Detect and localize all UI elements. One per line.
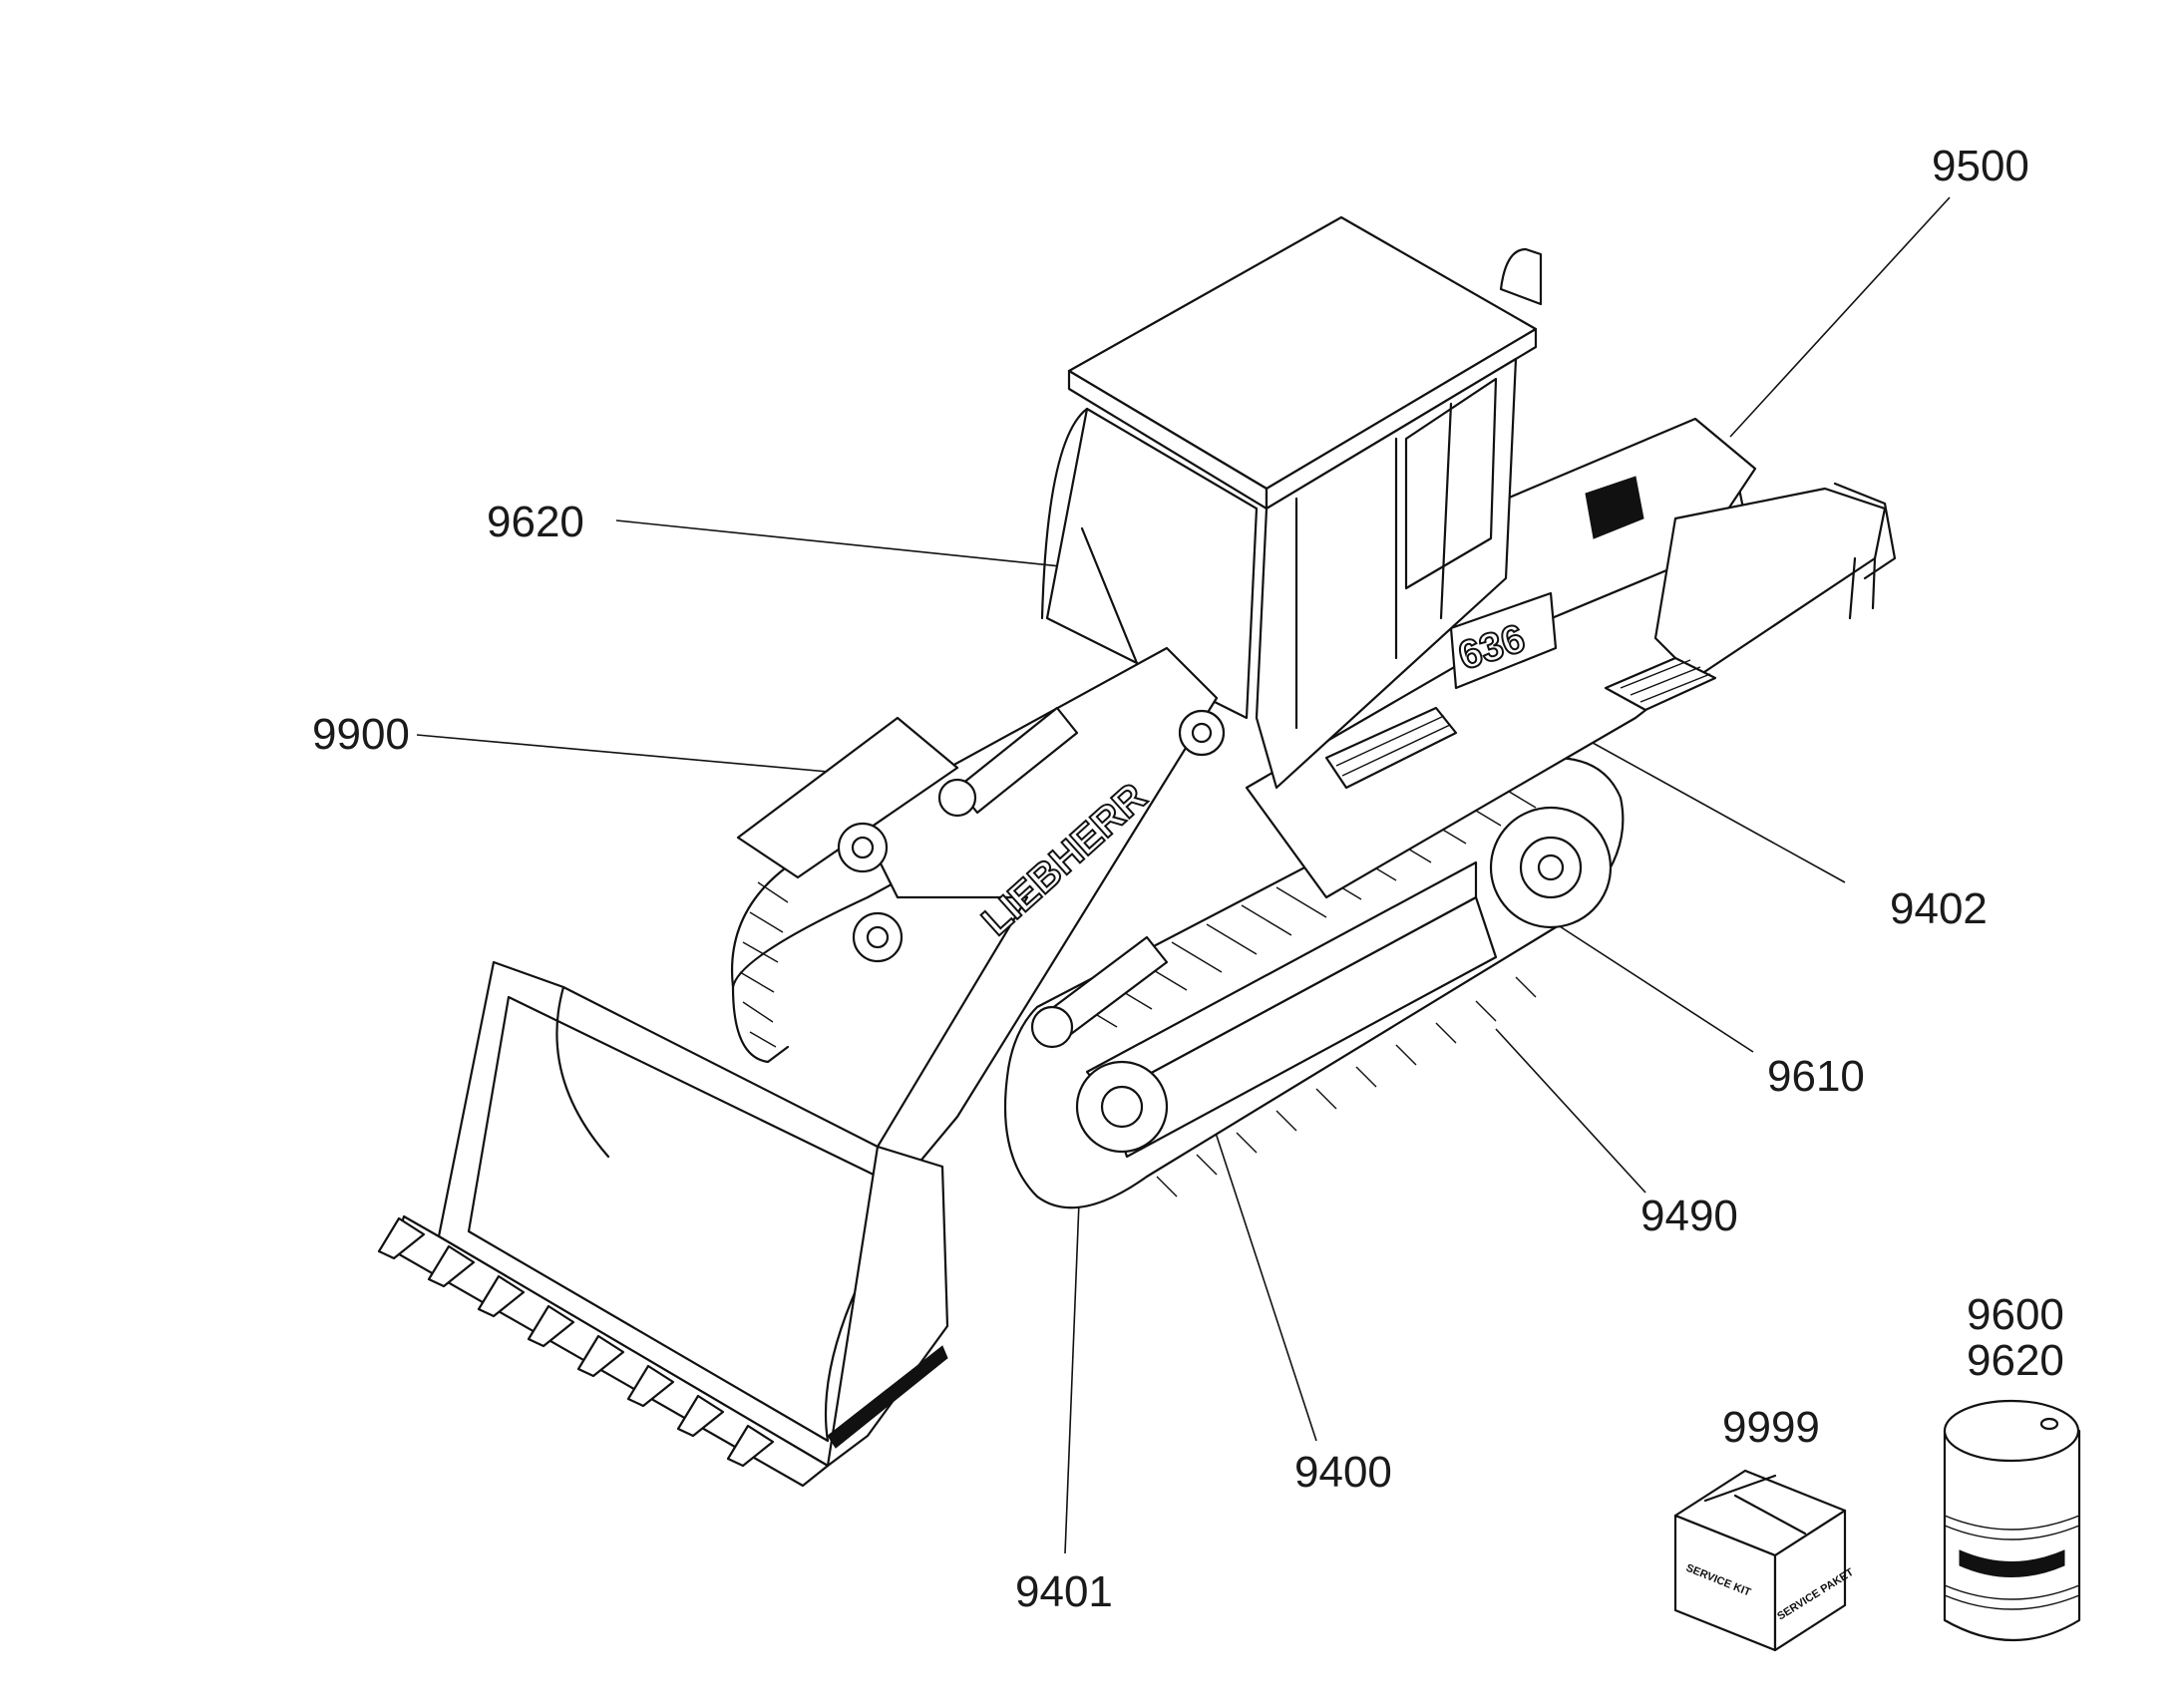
oil-drum xyxy=(1943,1399,2081,1641)
callout-9620: 9620 xyxy=(487,498,584,546)
machine-body: 636 xyxy=(1245,417,1897,899)
callout-9999: 9999 xyxy=(1722,1403,1820,1452)
callout-9500: 9500 xyxy=(1932,142,2029,190)
callout-9600: 9600 xyxy=(1967,1290,2064,1339)
callout-9900: 9900 xyxy=(312,710,410,759)
callout-9610: 9610 xyxy=(1767,1052,1865,1101)
operator-cab xyxy=(1040,215,1543,790)
service-kit-box: SERVICE KIT SERVICE PAKET xyxy=(1673,1469,1856,1652)
callout-9490: 9490 xyxy=(1640,1192,1738,1240)
callout-9401: 9401 xyxy=(1015,1567,1113,1616)
bucket xyxy=(377,960,949,1488)
near-track xyxy=(1003,756,1625,1209)
callout-9620-drum: 9620 xyxy=(1967,1336,2064,1385)
callout-9400: 9400 xyxy=(1294,1448,1392,1497)
callout-9402: 9402 xyxy=(1890,884,1988,933)
leader-lines xyxy=(416,196,1951,1554)
